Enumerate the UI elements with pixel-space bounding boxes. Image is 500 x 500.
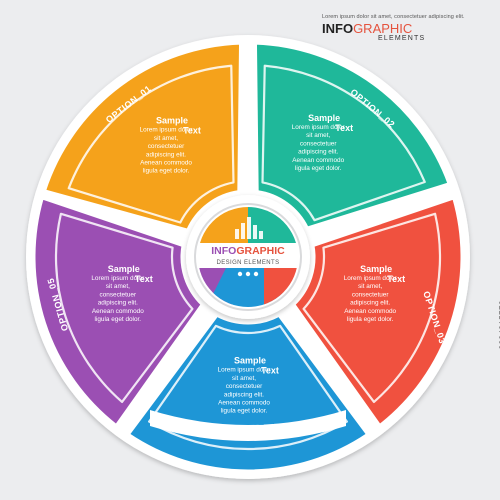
hub-dots-icon xyxy=(237,271,259,277)
brand-tagline: Lorem ipsum dolor sit amet, consectetuer… xyxy=(322,14,465,20)
option-04-label-band xyxy=(150,410,346,441)
segment-title: Sample xyxy=(308,113,340,123)
segment-body-line: Aenean commodo xyxy=(344,308,396,315)
segment-body-line: ligula eget dolor. xyxy=(143,168,190,175)
segment-title: Sample xyxy=(108,264,140,274)
segment-body-line: Aenean commodo xyxy=(92,308,144,315)
segment-title-word1: Sample xyxy=(360,264,392,274)
hub-title-graphic: GRAPHIC xyxy=(236,245,285,257)
segment-wedge xyxy=(292,196,464,428)
brand-title-main: INFO xyxy=(322,21,354,36)
segment-wedge xyxy=(42,41,243,232)
hub-inner-ring xyxy=(194,203,302,311)
segment-body-line: consectetuer xyxy=(148,143,185,150)
segment-body-line: ligula eget dolor. xyxy=(95,316,142,323)
brand-title: INFOGRAPHIC xyxy=(322,21,482,36)
segment-title: Sample xyxy=(360,264,392,274)
hub-bar-chart-icon xyxy=(235,217,263,239)
segment-title-word2: Text xyxy=(183,126,201,136)
segment-body-line: Aenean commodo xyxy=(292,157,344,164)
segment-body-line: sit amet, xyxy=(306,132,330,139)
segment-inner-outline xyxy=(261,64,426,222)
segment-wedge xyxy=(253,41,451,230)
segment-body-line: sit amet, xyxy=(154,135,178,142)
segment-body-line: sit amet, xyxy=(232,375,256,382)
brand-title-accent: GRAPHIC xyxy=(353,21,413,36)
hub-subtitle: DESIGN ELEMENTS xyxy=(216,260,279,266)
segment-body-line: ligula eget dolor. xyxy=(221,408,268,415)
segment-body-line: adipiscing elit. xyxy=(350,300,390,307)
segment-body-line: ligula eget dolor. xyxy=(295,165,342,172)
segment-title: Sample xyxy=(156,116,188,126)
hub-title-info: INFO xyxy=(211,245,236,257)
segment-body-line: Lorem ipsum dolor xyxy=(344,275,398,282)
segment-option-label: OPTION_04 xyxy=(221,416,276,426)
segment-body-line: adipiscing elit. xyxy=(98,300,138,307)
segment-body-line: Lorem ipsum dolor xyxy=(91,275,145,282)
segment-body-line: Aenean commodo xyxy=(218,399,270,406)
segment-title-word2: Text xyxy=(387,274,405,284)
segment-body-line: consectetuer xyxy=(100,291,137,298)
segment-title-word2: Text xyxy=(335,123,353,133)
segment-body-line: Lorem ipsum dolor xyxy=(140,127,194,134)
segment-wedge xyxy=(32,196,204,428)
segment-body-line: Lorem ipsum dolor xyxy=(292,124,346,131)
segment-inner-outline xyxy=(54,212,194,404)
segment-body-line: consectetuer xyxy=(300,140,337,147)
segment-body-line: adipiscing elit. xyxy=(298,149,338,156)
segment-body-line: Lorem ipsum dolor xyxy=(218,367,272,374)
segment-body-line: sit amet, xyxy=(358,283,382,290)
segment-title-word1: Sample xyxy=(156,116,188,126)
segment-body-line: adipiscing elit. xyxy=(146,151,186,158)
segment-body-line: Aenean commodo xyxy=(140,159,192,166)
segment-title-word2: Text xyxy=(261,366,279,376)
hub-title: INFOGRAPHIC xyxy=(211,245,285,257)
segment-body-line: consectetuer xyxy=(352,291,389,298)
segment-title-word1: Sample xyxy=(234,356,266,366)
segment-body-line: consectetuer xyxy=(226,383,263,390)
center-hub: INFOGRAPHIC DESIGN ELEMENTS xyxy=(186,195,310,319)
segment-title: Sample xyxy=(234,356,266,366)
segment-inner-outline xyxy=(148,324,348,451)
brand-header: Lorem ipsum dolor sit amet, consectetuer… xyxy=(322,14,482,42)
segment-body-line: sit amet, xyxy=(106,283,130,290)
segment-inner-outline xyxy=(67,64,235,224)
segment-body-line: adipiscing elit. xyxy=(224,391,264,398)
segment-title-word2: Text xyxy=(135,274,153,284)
brand-subtitle: ELEMENTS xyxy=(378,35,426,42)
segment-body-line: ligula eget dolor. xyxy=(347,316,394,323)
segment-title-word1: Sample xyxy=(308,113,340,123)
segment-title-word1: Sample xyxy=(108,264,140,274)
segment-inner-outline xyxy=(302,212,442,404)
